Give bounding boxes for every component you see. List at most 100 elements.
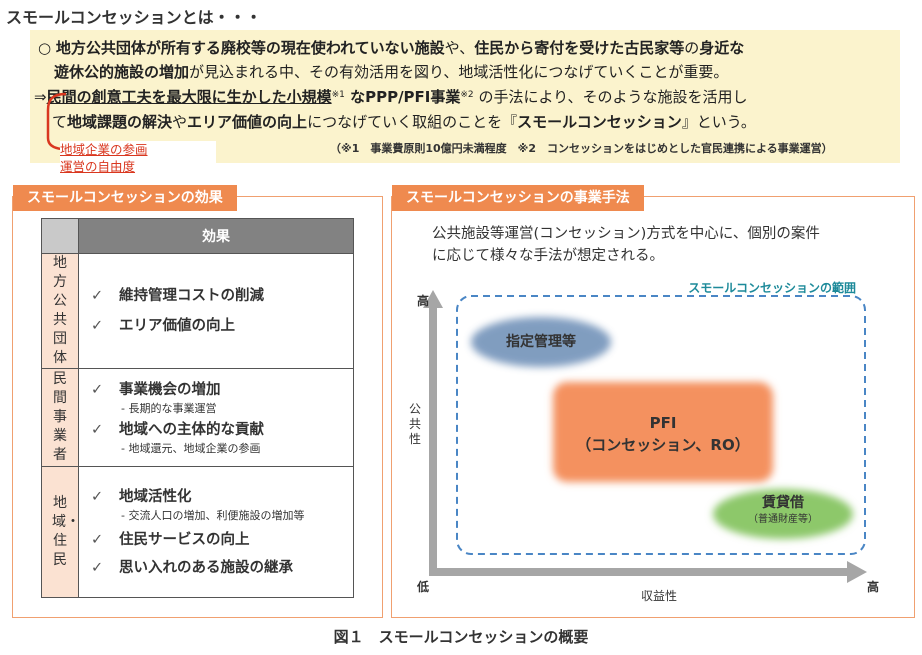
effect-item: ✓ 住民サービスの向上: [91, 529, 353, 551]
method-desc-line: に応じて様々な手法が想定される。: [432, 248, 664, 264]
intro-text: 民間の創意工夫を最大限に生かした小規模: [46, 88, 332, 106]
y-axis-arrow: [423, 290, 443, 574]
intro-text: の: [684, 39, 700, 57]
intro-text: スモールコンセッション: [517, 113, 682, 131]
intro-box: ○ 地方公共団体が所有する廃校等の現在使われていない施設や、住民から寄付を受けた…: [30, 30, 900, 163]
table-row: 地方公共団体 ✓ 維持管理コストの削減 ✓ エリア価値の向上: [41, 253, 354, 369]
intro-line-3: ⇒民間の創意工夫を最大限に生かした小規模※1 なPPP/PFI事業※2 の手法に…: [34, 86, 748, 111]
intro-text: エリア価値の向上: [187, 113, 308, 131]
intro-text: なPPP/PFI事業: [344, 88, 461, 106]
effects-table: 効果 地方公共団体 ✓ 維持管理コストの削減 ✓ エリア価値の向上 民間事業者 ✓ 事…: [41, 218, 354, 598]
annotation-line: 運営の自由度: [60, 159, 136, 174]
table-row: 民間事業者 ✓ 事業機会の増加 - 長期的な事業運営 ✓ 地域への主体的な貢献 - …: [41, 368, 354, 467]
check-icon: ✓: [91, 318, 104, 334]
method-panel: スモールコンセッションの事業手法: [391, 185, 915, 618]
effect-item: ✓ 地域活性化: [91, 486, 353, 508]
intro-line-4: て地域課題の解決やエリア価値の向上につなげていく取組のことを『スモールコンセッシ…: [52, 111, 756, 133]
red-bracket-icon: [46, 92, 67, 151]
chintai-label-line: 賃貸借: [762, 495, 804, 511]
intro-text: 身近な: [699, 39, 745, 57]
check-icon: ✓: [91, 531, 104, 548]
effect-text: 事業機会の増加: [119, 382, 221, 398]
row-items: ✓ 維持管理コストの削減 ✓ エリア価値の向上: [78, 253, 354, 369]
effect-text: 住民サービスの向上: [119, 531, 250, 548]
intro-bullet: ○: [38, 39, 56, 57]
x-axis-high: 高: [867, 580, 880, 594]
y-axis-label: 公共性: [409, 402, 422, 446]
row-label: 地方公共団体: [41, 253, 79, 369]
row-label-text: 民間事業者: [53, 371, 67, 463]
annotation-line: 地域企業の参画: [60, 142, 148, 157]
intro-text: や: [172, 113, 188, 131]
effect-text: 地域活性化: [119, 488, 192, 505]
shitei-blob: [471, 317, 611, 367]
footnote-mark: ※2: [460, 90, 474, 100]
method-diagram: [423, 290, 867, 583]
footnote-mark: ※1: [331, 90, 345, 100]
intro-text: 住民から寄付を受けた古民家等: [474, 39, 685, 57]
chintai-blob: [713, 489, 853, 539]
intro-text: や、: [444, 39, 475, 57]
x-axis-label: 収益性: [641, 589, 678, 603]
chintai-label-line: （普通財産等）: [748, 514, 818, 525]
pfi-blob: [553, 382, 773, 482]
check-icon: ✓: [91, 288, 104, 304]
effect-text: 思い入れのある施設の継承: [119, 559, 293, 576]
figure-caption: 図１ スモールコンセッションの概要: [333, 628, 589, 646]
intro-line-2: 遊休公的施設の増加が見込まれる中、その有効活用を図り、地域活性化につなげていくこ…: [54, 61, 728, 83]
shitei-label: 指定管理等: [506, 334, 576, 350]
intro-text: 』という。: [681, 113, 756, 131]
intro-text: て: [52, 113, 68, 131]
row-label-text: 地域・住民: [52, 495, 80, 568]
effect-item: ✓ 事業機会の増加: [91, 379, 353, 401]
chintai-label: 賃貸借 （普通財産等）: [713, 493, 853, 527]
method-panel-header: スモールコンセッションの事業手法: [392, 185, 644, 211]
row-label-text: 地方公共団体: [53, 255, 67, 366]
effect-item: ✓ 思い入れのある施設の継承: [91, 557, 353, 579]
y-axis-low: 低: [417, 580, 430, 594]
pfi-label-line: （コンセッション、RO）: [576, 436, 750, 454]
effect-item: ✓ エリア価値の向上: [91, 315, 353, 337]
effect-item: ✓ 地域への主体的な貢献: [91, 419, 353, 441]
row-items: ✓ 事業機会の増加 - 長期的な事業運営 ✓ 地域への主体的な貢献 - 地域還元、地…: [78, 368, 354, 467]
pfi-label-line: PFI: [649, 414, 677, 432]
check-icon: ✓: [91, 382, 104, 398]
method-desc-line: 公共施設等運営(コンセッション)方式を中心に、個別の案件: [432, 226, 820, 242]
effect-item: ✓ 維持管理コストの削減: [91, 285, 353, 307]
check-icon: ✓: [91, 488, 104, 505]
pfi-label: PFI （コンセッション、RO）: [553, 412, 773, 456]
page-title: スモールコンセッションとは・・・: [6, 8, 262, 27]
intro-text: が見込まれる中、その有効活用を図り、地域活性化につなげていくことが重要。: [189, 63, 729, 81]
intro-text: 地方公共団体が所有する廃校等の現在使われていない施設: [55, 39, 445, 57]
table-header-row: 効果: [41, 218, 354, 254]
method-description: 公共施設等運営(コンセッション)方式を中心に、個別の案件 に応じて様々な手法が想…: [432, 223, 872, 267]
row-label: 民間事業者: [41, 368, 79, 467]
check-icon: ✓: [91, 422, 104, 438]
scope-label: スモールコンセッションの範囲: [688, 281, 856, 295]
intro-text: の手法により、そのような施設を活用し: [473, 88, 748, 106]
x-axis-arrow: [429, 561, 867, 583]
effect-text: 維持管理コストの削減: [119, 288, 264, 304]
effect-text: エリア価値の向上: [119, 318, 235, 334]
table-corner: [41, 218, 79, 254]
intro-text: につなげていく取組のことを『: [307, 113, 518, 131]
scope-box: [456, 295, 866, 555]
intro-text: 遊休公的施設の増加: [54, 63, 190, 81]
intro-text: 地域課題の解決: [67, 113, 173, 131]
footnote-text: （※1 事業費原則10億円未満程度 ※2 コンセッションをはじめとした官民連携に…: [330, 142, 833, 155]
effects-panel-header: スモールコンセッションの効果: [13, 185, 237, 211]
table-row: 地域・住民 ✓ 地域活性化 - 交流人口の増加、利便施設の増加等 ✓ 住民サービスの…: [41, 466, 354, 598]
y-axis-high: 高: [417, 294, 430, 308]
column-header: 効果: [78, 218, 354, 254]
effects-panel: スモールコンセッションの効果: [12, 185, 383, 618]
row-items: ✓ 地域活性化 - 交流人口の増加、利便施設の増加等 ✓ 住民サービスの向上 ✓ 思い…: [78, 466, 354, 598]
effect-subtext: - 交流人口の増加、利便施設の増加等: [121, 508, 305, 522]
check-icon: ✓: [91, 559, 104, 576]
row-label: 地域・住民: [41, 466, 80, 598]
arrow-icon: ⇒: [34, 88, 47, 106]
effect-subtext: - 地域還元、地域企業の参画: [121, 442, 261, 455]
red-annotation: 地域企業の参画 運営の自由度: [60, 141, 216, 181]
effect-subtext: - 長期的な事業運営: [121, 402, 217, 415]
intro-line-1: ○ 地方公共団体が所有する廃校等の現在使われていない施設や、住民から寄付を受けた…: [38, 37, 744, 59]
effect-text: 地域への主体的な貢献: [119, 422, 264, 438]
